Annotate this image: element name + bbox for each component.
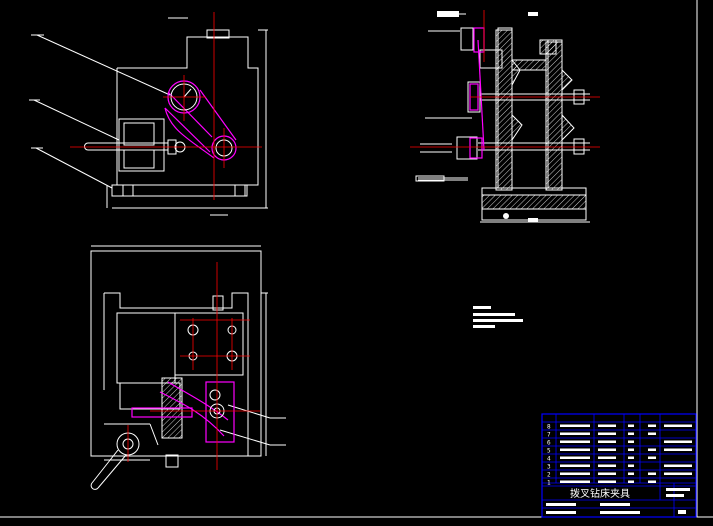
parts-row-cell-text: [664, 464, 692, 467]
parts-row-cell-text: [628, 472, 634, 475]
parts-row-cell-text: [628, 456, 634, 459]
parts-row-cell-text: [560, 480, 590, 483]
technical-notes: [473, 306, 523, 328]
front-view[interactable]: [29, 17, 268, 216]
parts-row-cell-text: [598, 448, 616, 451]
parts-row-number: 5: [547, 448, 551, 455]
parts-row-number: 4: [547, 456, 551, 463]
parts-row-cell-text: [628, 480, 634, 483]
parts-row-cell-text: [598, 464, 616, 467]
side-view-workpiece[interactable]: [469, 27, 485, 159]
parts-row-number: 7: [547, 432, 551, 439]
parts-row-cell-text: [560, 464, 590, 467]
parts-row-cell-text: [560, 424, 590, 427]
top-view[interactable]: [90, 245, 286, 490]
side-view-labels: [415, 11, 538, 222]
parts-row-cell-text: [560, 440, 590, 443]
parts-row-cell-text: [648, 456, 656, 459]
title-block-name: 拨叉钻床夹具: [570, 487, 630, 500]
parts-row-cell-text: [628, 448, 634, 451]
parts-row-cell-text: [598, 480, 616, 483]
parts-row-cell-text: [664, 448, 692, 451]
parts-row-cell-text: [648, 432, 656, 435]
parts-row-number: 8: [547, 424, 551, 431]
parts-row-cell-text: [648, 448, 656, 451]
parts-row-cell-text: [560, 456, 590, 459]
parts-row-number: 6: [547, 440, 551, 447]
parts-row-cell-text: [664, 440, 692, 443]
parts-row-cell-text: [628, 440, 634, 443]
parts-row-cell-text: [560, 432, 590, 435]
parts-row-cell-text: [598, 456, 616, 459]
front-view-centerlines: [70, 12, 262, 200]
parts-row-cell-text: [598, 432, 616, 435]
front-view-workpiece-inner: [170, 83, 233, 157]
parts-row-cell-text: [648, 472, 656, 475]
top-view-centerlines: [127, 262, 260, 470]
parts-row-number: 3: [547, 464, 551, 471]
parts-row-cell-text: [664, 472, 692, 475]
parts-row-cell-text: [628, 432, 634, 435]
parts-row-cell-text: [598, 472, 616, 475]
side-view-centerlines: [410, 10, 600, 148]
parts-row-cell-text: [628, 424, 634, 427]
parts-row-cell-text: [628, 464, 634, 467]
parts-row-number: 1: [547, 480, 551, 487]
parts-row-number: 2: [547, 472, 551, 479]
parts-row-cell-text: [648, 424, 656, 427]
side-view-section-hatch: [481, 29, 587, 210]
side-view-rods[interactable]: [478, 89, 590, 155]
parts-row-cell-text: [598, 424, 616, 427]
parts-row-cell-text: [560, 448, 590, 451]
parts-row-cell-text: [598, 440, 616, 443]
parts-row-cell-text: [648, 480, 656, 483]
parts-row-cell-text: [664, 424, 692, 427]
parts-row-cell-text: [560, 472, 590, 475]
